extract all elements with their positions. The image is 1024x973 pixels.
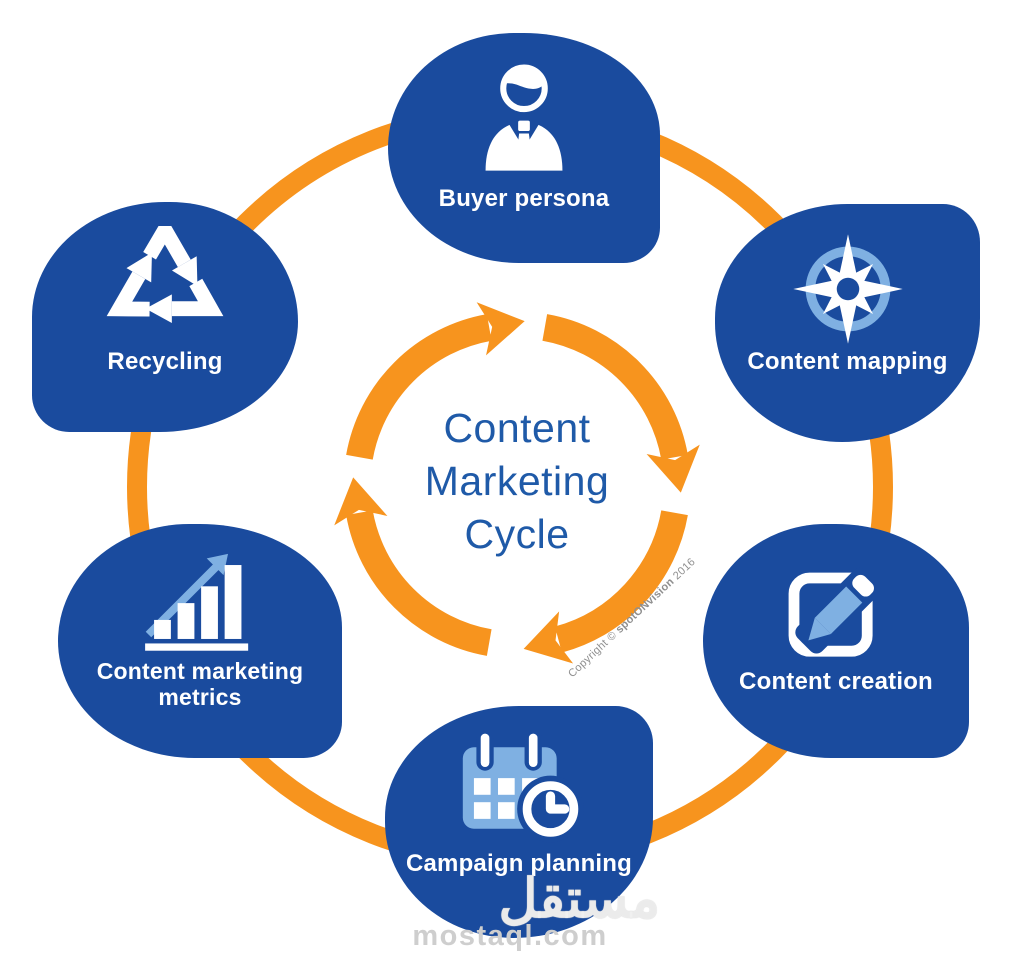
watermark-domain: mostaql.com bbox=[412, 920, 608, 952]
cycle-title-line2: Marketing bbox=[424, 458, 610, 504]
person-icon bbox=[463, 49, 585, 185]
node-content-marketing-metrics: Content marketing metrics bbox=[58, 524, 342, 758]
node-label: Content mapping bbox=[747, 348, 948, 375]
copyright-text: Copyright © spotONvision 2016 bbox=[555, 545, 709, 690]
node-label: Content marketing metrics bbox=[96, 658, 304, 710]
node-recycling: Recycling bbox=[32, 202, 298, 432]
bar-chart-growth-icon bbox=[138, 546, 262, 658]
cycle-title-line1: Content bbox=[443, 405, 591, 451]
pencil-edit-icon bbox=[776, 548, 896, 668]
node-label: Recycling bbox=[107, 348, 223, 375]
calendar-clock-icon bbox=[448, 726, 590, 850]
watermark-arabic: مستقل bbox=[498, 869, 660, 929]
node-label: Content creation bbox=[739, 668, 933, 695]
recycle-icon bbox=[102, 226, 228, 348]
copyright-brand: spotONvision bbox=[613, 575, 677, 636]
cycle-title-line3: Cycle bbox=[464, 511, 570, 557]
compass-icon bbox=[789, 230, 907, 348]
cycle-title: Content Marketing Cycle bbox=[357, 402, 677, 561]
node-label: Buyer persona bbox=[438, 185, 610, 212]
node-buyer-persona: Buyer persona bbox=[388, 33, 660, 263]
node-content-mapping: Content mapping bbox=[715, 204, 980, 442]
copyright-prefix: Copyright © bbox=[566, 629, 620, 681]
node-content-creation: Content creation bbox=[703, 524, 969, 758]
